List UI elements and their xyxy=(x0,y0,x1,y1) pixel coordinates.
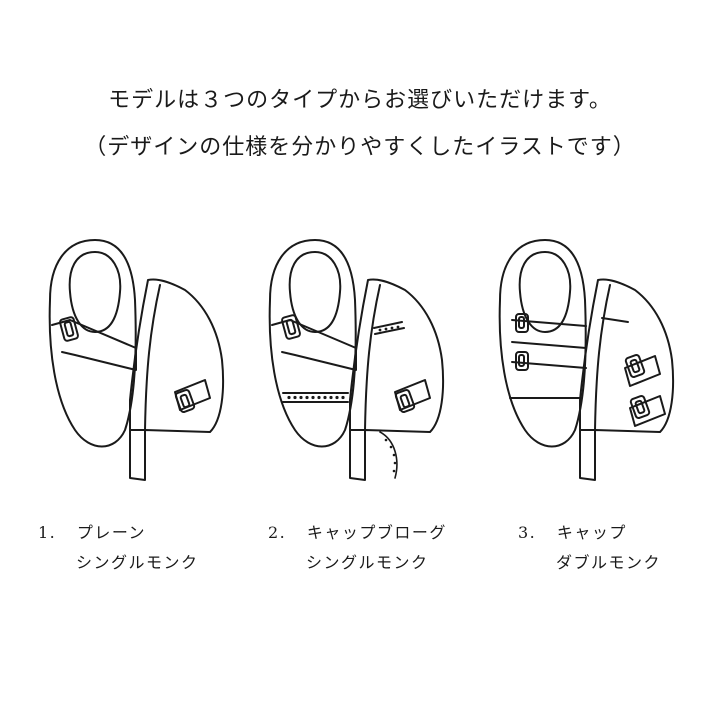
model-1-name-line1: プレーン xyxy=(76,523,147,542)
model-3-label: 3. キャップ ダブルモンク xyxy=(518,523,660,571)
model-2-name-line1: キャップブローグ xyxy=(306,523,447,542)
shoe-2-top-view xyxy=(268,239,357,448)
model-3-number: 3. xyxy=(518,523,537,542)
shoe-2-side-view xyxy=(349,278,445,481)
shoe-plain-single-monk-illustration xyxy=(48,239,225,481)
shoe-1-side-view xyxy=(129,278,225,481)
shoe-3-side-view xyxy=(579,278,675,481)
model-2-number: 2. xyxy=(268,523,287,542)
model-3-name-line2: ダブルモンク xyxy=(556,553,662,572)
shoe-1-top-view xyxy=(48,239,137,448)
intro-heading: モデルは３つのタイプからお選びいただけます。 xyxy=(108,88,612,113)
shoe-cap-brogue-single-monk-illustration xyxy=(268,239,445,481)
model-2-name-line2: シングルモンク xyxy=(306,553,429,572)
model-2-label: 2. キャップブローグ シングルモンク xyxy=(268,523,447,571)
model-1-label: 1. プレーン シングルモンク xyxy=(38,523,197,571)
model-3-name-line1: キャップ xyxy=(556,523,627,542)
shoe-cap-double-monk-illustration xyxy=(498,239,675,481)
model-1-number: 1. xyxy=(38,523,57,542)
model-1-name-line2: シングルモンク xyxy=(76,553,199,572)
shoe-3-top-view xyxy=(498,239,587,448)
intro-subheading: （デザインの仕様を分かりやすくしたイラストです） xyxy=(84,135,636,160)
shoe-2-brogue-dots xyxy=(287,395,345,400)
